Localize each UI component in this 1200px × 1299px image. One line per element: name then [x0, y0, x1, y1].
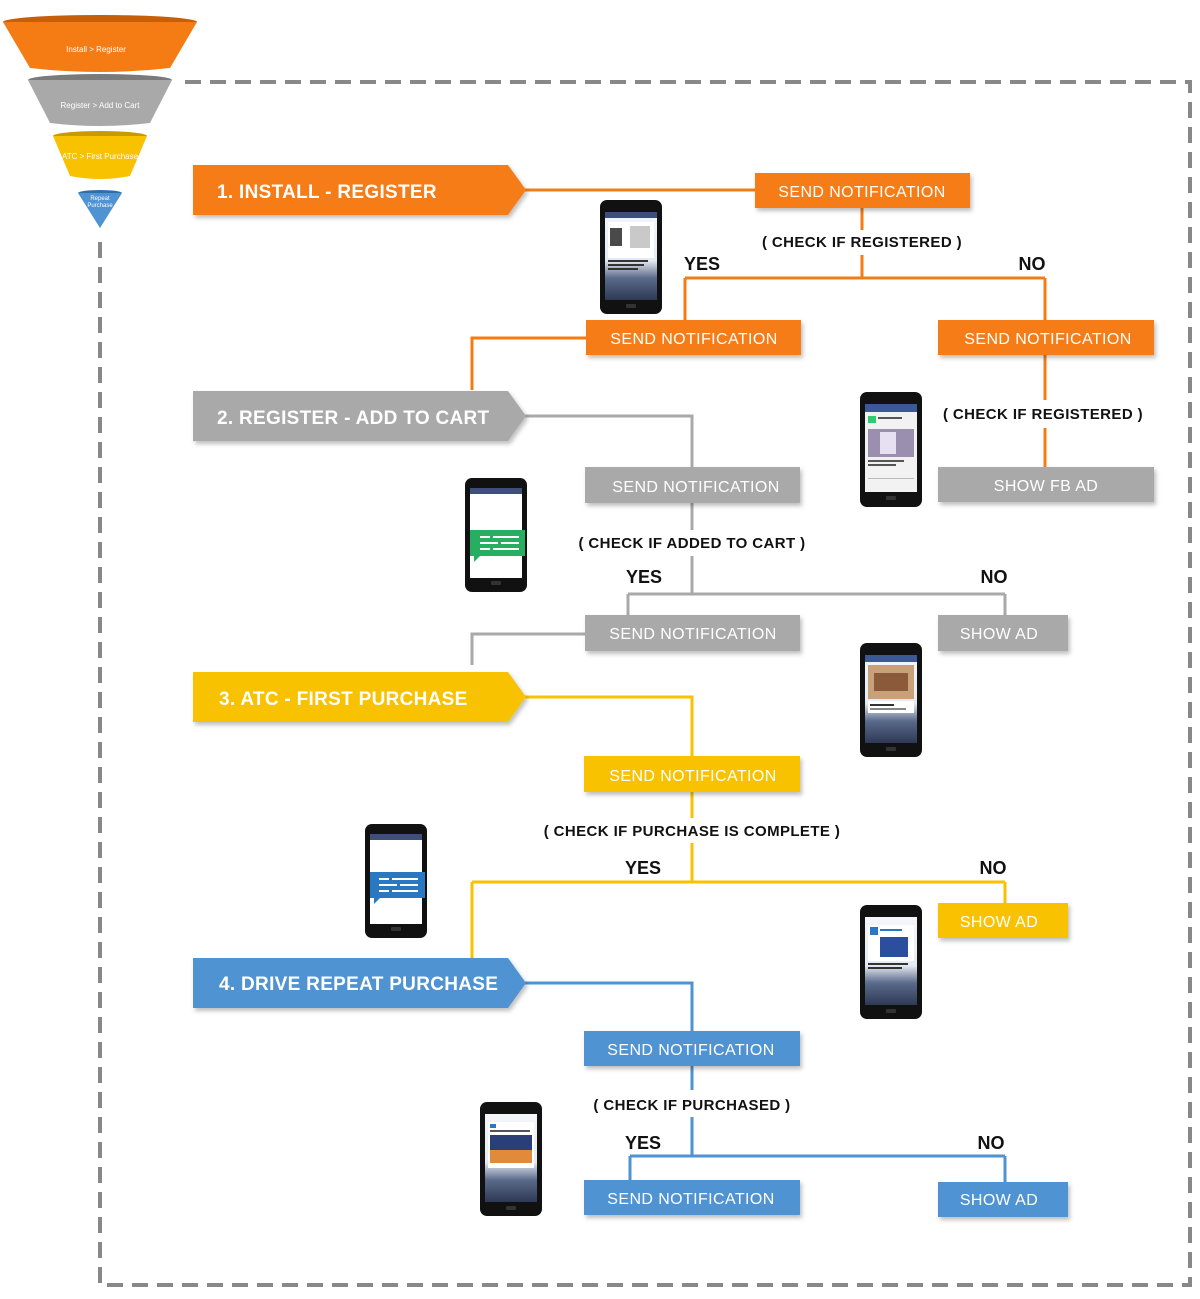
stage3-send-notification-box: SEND NOTIFICATION — [584, 756, 800, 792]
stage-label: 2. REGISTER - ADD TO CART — [217, 408, 490, 429]
stage2-no-label: NO — [981, 567, 1008, 587]
stage4-show-ad-box: SHOW AD — [938, 1182, 1068, 1217]
phone-facebook-feed-icon — [860, 643, 922, 757]
funnel-level-register-add-to-cart: Register > Add to Cart — [28, 74, 172, 126]
stage4-check-label: ( CHECK IF PURCHASED ) — [593, 1097, 790, 1114]
stage1-no-label: NO — [1019, 254, 1046, 274]
stage-header-register-add-to-cart: 2. REGISTER - ADD TO CART — [193, 391, 526, 441]
stage4-yes-send-notification-box: SEND NOTIFICATION — [584, 1180, 800, 1215]
box-label: SEND NOTIFICATION — [607, 1191, 774, 1208]
phone-notification-screenshot-icon — [600, 200, 662, 314]
funnel-label: Repeat — [90, 196, 110, 202]
box-label: SHOW AD — [960, 914, 1038, 931]
stage4-no-label: NO — [978, 1133, 1005, 1153]
stage-header-install-register: 1. INSTALL - REGISTER — [193, 165, 526, 215]
funnel-label: Install > Register — [66, 45, 126, 54]
funnel-label: Register > Add to Cart — [61, 101, 141, 110]
stage2-send-notification-box: SEND NOTIFICATION — [585, 467, 800, 503]
dashed-border — [98, 80, 1192, 1287]
stage1-connectors — [470, 188, 1047, 467]
phone-travel-notification-icon — [480, 1102, 542, 1216]
phone-facebook-ad-icon — [860, 392, 922, 507]
stage3-show-ad-box: SHOW AD — [938, 903, 1068, 938]
stage1-no-send-notification-box: SEND NOTIFICATION — [938, 320, 1154, 355]
stage2-yes-send-notification-box: SEND NOTIFICATION — [585, 615, 800, 651]
stage3-yes-label: YES — [625, 858, 661, 878]
box-label: SEND NOTIFICATION — [612, 479, 779, 496]
box-label: SHOW FB AD — [994, 478, 1098, 495]
funnel-level-atc-first-purchase: ATC > First Purchase — [53, 131, 147, 179]
stage-header-atc-first-purchase: 3. ATC - FIRST PURCHASE — [193, 672, 526, 722]
stage1-send-notification-box: SEND NOTIFICATION — [755, 173, 970, 208]
stage-label: 1. INSTALL - REGISTER — [217, 182, 437, 203]
stage1-yes-send-notification-box: SEND NOTIFICATION — [586, 320, 801, 355]
stage1-check-label: ( CHECK IF REGISTERED ) — [762, 234, 962, 251]
stage2-show-ad-box: SHOW AD — [938, 615, 1068, 651]
box-label: SEND NOTIFICATION — [609, 768, 776, 785]
box-label: SEND NOTIFICATION — [609, 626, 776, 643]
box-label: SEND NOTIFICATION — [964, 331, 1131, 348]
funnel-level-repeat-purchase: Repeat Purchase — [78, 190, 122, 228]
stage3-check-label: ( CHECK IF PURCHASE IS COMPLETE ) — [544, 823, 841, 840]
stage1-yes-label: YES — [684, 254, 720, 274]
funnel-label: ATC > First Purchase — [62, 152, 139, 161]
box-label: SHOW AD — [960, 626, 1038, 643]
stage3-no-label: NO — [980, 858, 1007, 878]
stage3-connectors — [470, 695, 1007, 958]
stage-header-drive-repeat-purchase: 4. DRIVE REPEAT PURCHASE — [193, 958, 526, 1008]
box-label: SHOW AD — [960, 1192, 1038, 1209]
stage2-connectors — [470, 414, 1007, 665]
stage-label: 4. DRIVE REPEAT PURCHASE — [219, 974, 498, 995]
stage2-check-label: ( CHECK IF ADDED TO CART ) — [578, 535, 805, 552]
box-label: SEND NOTIFICATION — [778, 184, 945, 201]
stage1-no-check-label: ( CHECK IF REGISTERED ) — [943, 406, 1143, 423]
stage4-connectors — [525, 981, 1007, 1182]
box-label: SEND NOTIFICATION — [610, 331, 777, 348]
phone-green-chat-bubble-icon — [465, 478, 527, 592]
funnel-label: Purchase — [87, 203, 113, 209]
stage4-yes-label: YES — [625, 1133, 661, 1153]
stage2-yes-label: YES — [626, 567, 662, 587]
stage1-show-fb-ad-box: SHOW FB AD — [938, 467, 1154, 502]
phone-blue-chat-bubble-icon — [365, 824, 427, 938]
box-label: SEND NOTIFICATION — [607, 1042, 774, 1059]
phone-facebook-ad-icon — [860, 905, 922, 1019]
stage4-send-notification-box: SEND NOTIFICATION — [584, 1031, 800, 1066]
funnel: Install > Register Register > Add to Car… — [3, 15, 197, 228]
funnel-level-install-register: Install > Register — [3, 15, 197, 72]
stage-label: 3. ATC - FIRST PURCHASE — [219, 689, 468, 710]
